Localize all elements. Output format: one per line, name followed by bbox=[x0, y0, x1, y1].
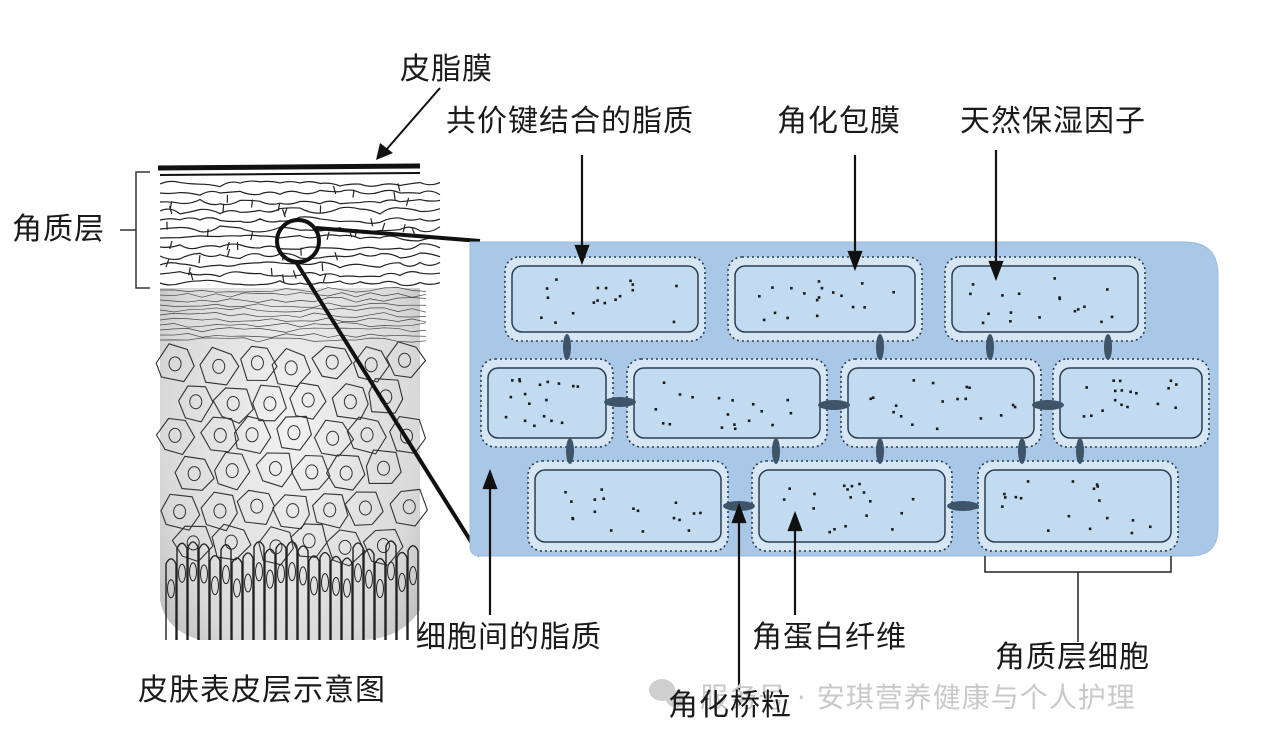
stratum-corneum-label: 角质层 bbox=[12, 212, 105, 247]
corneocyte-label: 角质层细胞 bbox=[995, 640, 1150, 675]
desmosome bbox=[1032, 400, 1064, 410]
desmosome bbox=[876, 438, 884, 464]
zoom-line-lower bbox=[294, 260, 482, 558]
desmosome bbox=[604, 397, 636, 407]
corneocyte-cell bbox=[480, 358, 614, 448]
corneocyte-cell bbox=[977, 460, 1179, 552]
corneocyte-bracket bbox=[984, 556, 1172, 573]
wechat-icon bbox=[649, 679, 686, 708]
desmosome bbox=[1104, 334, 1112, 360]
watermark-text: 服务号 · 安琪营养健康与个人护理 bbox=[700, 681, 1136, 714]
desmosome bbox=[947, 501, 979, 511]
zoom-line-upper bbox=[315, 226, 481, 243]
desmosome bbox=[1018, 438, 1026, 464]
sebum-arrow bbox=[385, 87, 441, 151]
left-figure-caption: 皮肤表皮层示意图 bbox=[138, 673, 386, 708]
cornified-envelope-label: 角化包膜 bbox=[777, 104, 901, 139]
stratum-bracket bbox=[135, 171, 150, 289]
covalent-lipid-label: 共价键结合的脂质 bbox=[446, 104, 694, 139]
brick-mortar-model bbox=[469, 241, 1219, 557]
desmosome bbox=[772, 438, 780, 464]
desmosome bbox=[818, 400, 850, 410]
desmosome bbox=[986, 334, 994, 360]
desmosome bbox=[566, 438, 574, 464]
desmosome bbox=[1076, 438, 1084, 464]
corneocyte-cell bbox=[504, 256, 706, 342]
corneocyte-cell bbox=[626, 358, 828, 448]
corneocyte-cell bbox=[727, 256, 923, 342]
keratin-fiber-label: 角蛋白纤维 bbox=[752, 620, 907, 655]
epidermis-illustration bbox=[155, 163, 441, 640]
desmosome-label: 角化桥粒 bbox=[668, 688, 792, 723]
corneocyte-cell bbox=[751, 460, 953, 552]
intercellular-lipid-label: 细胞间的脂质 bbox=[416, 620, 602, 655]
corneocyte-cell bbox=[1052, 358, 1210, 448]
corneocyte-cell bbox=[527, 460, 729, 552]
corneocyte-cell bbox=[944, 256, 1146, 342]
desmosome bbox=[876, 334, 884, 360]
desmosome bbox=[563, 334, 571, 360]
corneocyte-cell bbox=[840, 358, 1042, 448]
sebum-film-line bbox=[157, 163, 421, 171]
nmf-label: 天然保湿因子 bbox=[960, 104, 1146, 139]
sebum-label: 皮脂膜 bbox=[400, 52, 493, 87]
